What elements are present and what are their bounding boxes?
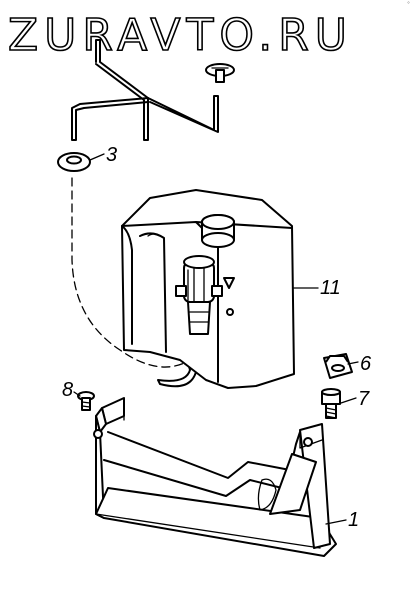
washer-tube (71, 39, 219, 141)
screw-part (77, 391, 95, 411)
corner-mark: ° (407, 1, 410, 8)
callout-nut: 6 (360, 353, 372, 375)
tank-part (121, 189, 295, 389)
callout-washer: 3 (106, 144, 117, 166)
callout-screw: 8 (62, 379, 73, 401)
watermark-text: ZURAVTO.RU (8, 10, 353, 61)
callout-bracket: 1 (348, 509, 359, 531)
nut-part (323, 353, 353, 379)
bolt-part (321, 388, 341, 419)
washer-part (57, 152, 91, 172)
pump-part (175, 255, 223, 335)
callout-tank: 11 (320, 277, 341, 299)
bracket-part (93, 397, 337, 557)
nozzle-part (205, 63, 235, 83)
leader-lines (73, 153, 359, 525)
hose-dashed-line (71, 177, 191, 368)
hose-lower (157, 351, 197, 388)
callout-bolt: 7 (358, 388, 370, 410)
